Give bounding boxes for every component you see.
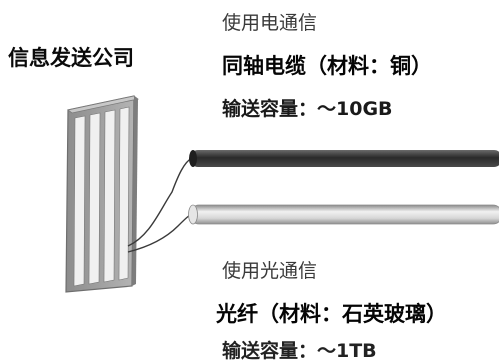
- company-label: 信息发送公司: [8, 46, 134, 70]
- optical-fiber-cable: [188, 204, 499, 225]
- company-building: [65, 95, 139, 293]
- coaxial-cable: [189, 150, 499, 167]
- coax-connector-wire: [127, 157, 193, 247]
- optical-method-label: 使用光通信: [222, 260, 318, 282]
- electric-method-label: 使用电通信: [222, 12, 318, 34]
- electric-medium-label: 同轴电缆（材料：铜）: [222, 54, 432, 78]
- optical-capacity-label: 输送容量：～1TB: [222, 340, 377, 362]
- electric-capacity-label: 输送容量：～10GB: [222, 98, 393, 120]
- fiber-connector-wire: [127, 213, 195, 253]
- optical-medium-label: 光纤（材料：石英玻璃）: [216, 302, 447, 326]
